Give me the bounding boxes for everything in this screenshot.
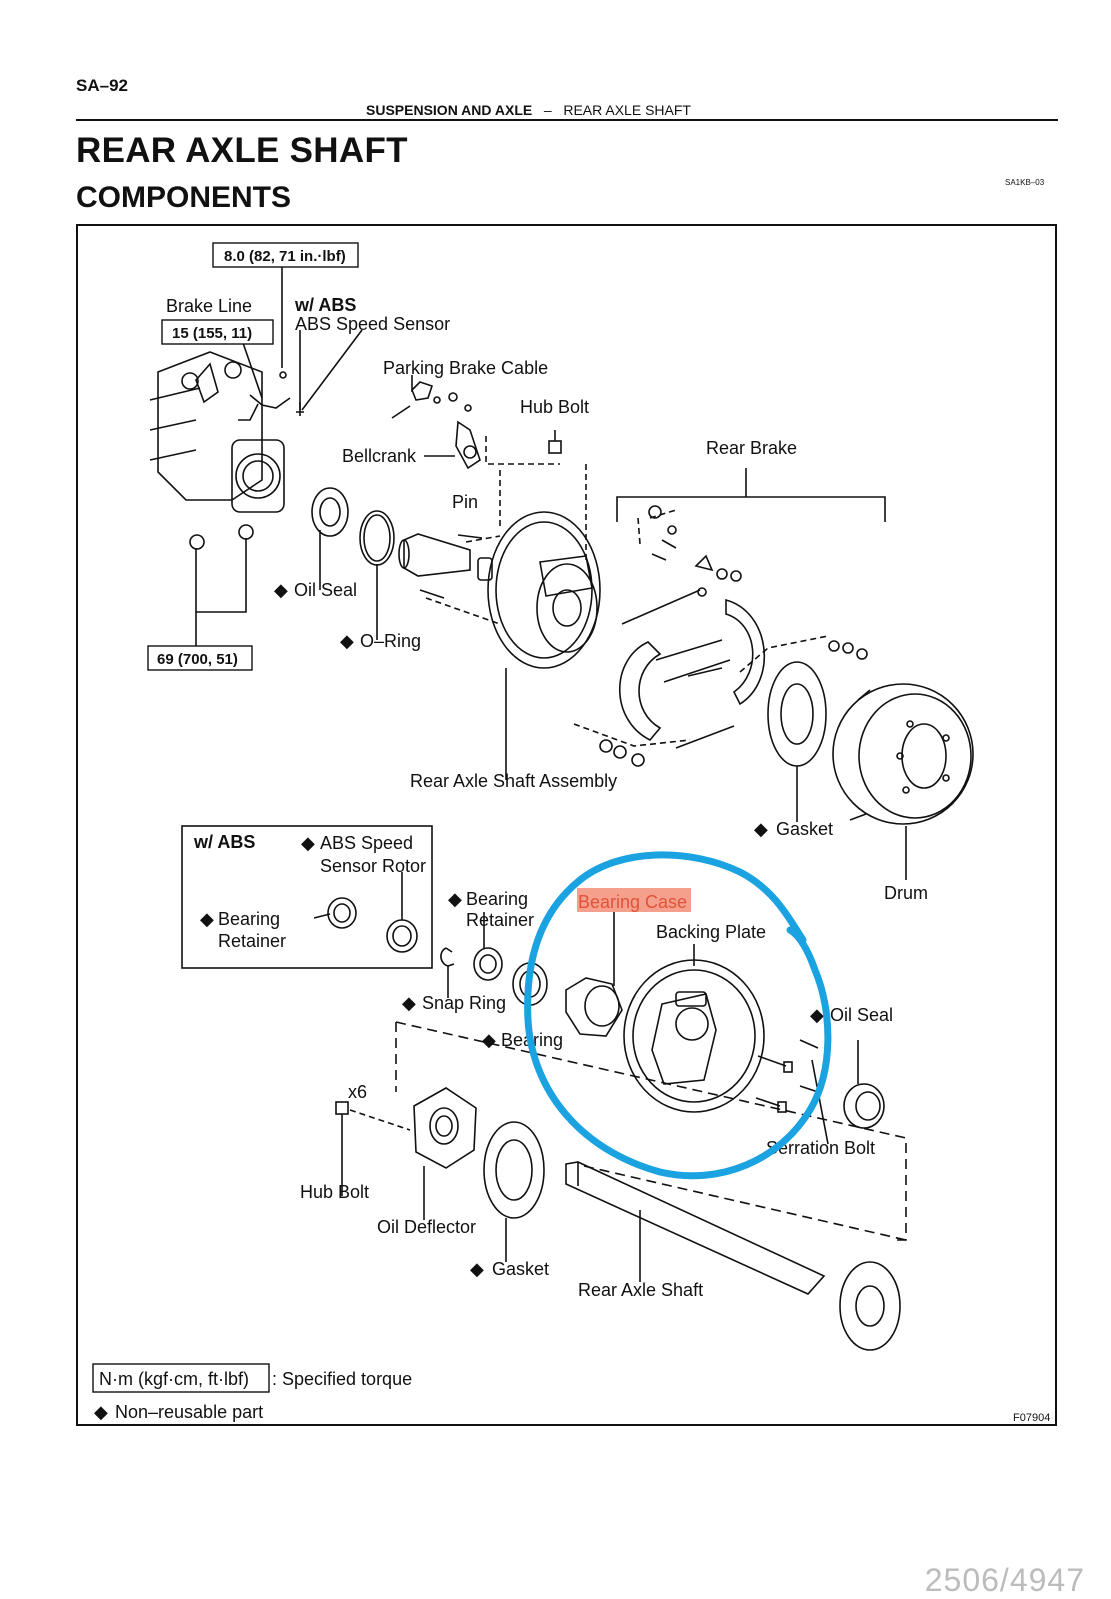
inset-rotor-diamond: ◆: [301, 833, 315, 853]
gasket-right-diamond: ◆: [754, 819, 768, 839]
o-ring-diamond: ◆: [340, 631, 354, 651]
running-head: SUSPENSION AND AXLE – REAR AXLE SHAFT: [366, 102, 691, 118]
oil-seal-top-diamond: ◆: [274, 580, 288, 600]
inset-label-bearing-retainer-1: Bearing: [218, 909, 280, 929]
page-code: SA–92: [76, 76, 128, 95]
label-rear-axle-shaft: Rear Axle Shaft: [578, 1280, 703, 1300]
legend-torque-text: : Specified torque: [272, 1369, 412, 1389]
label-serration-bolt: Serration Bolt: [766, 1138, 875, 1158]
bearing-case-highlight: [577, 888, 691, 912]
doc-code: SA1KB–03: [1005, 178, 1045, 187]
label-w-abs: w/ ABS: [294, 295, 356, 315]
label-gasket-bottom: Gasket: [492, 1259, 549, 1279]
bearing-retainer-diamond: ◆: [448, 889, 462, 909]
snap-ring-diamond: ◆: [402, 993, 416, 1013]
torque-brake-line-text: 15 (155, 11): [172, 325, 252, 342]
legend-torque-box-text: N·m (kgf·cm, ft·lbf): [99, 1369, 249, 1389]
label-parking-brake-cable: Parking Brake Cable: [383, 358, 548, 378]
axle-housing-drawing: [149, 351, 304, 550]
label-hub-bolt-bottom: Hub Bolt: [300, 1182, 369, 1202]
oil-seal-bottom-diamond: ◆: [810, 1005, 824, 1025]
legend-nonreusable: Non–reusable part: [115, 1402, 263, 1422]
label-gasket-right: Gasket: [776, 819, 833, 839]
label-snap-ring: Snap Ring: [422, 993, 506, 1013]
label-bearing-retainer-2: Retainer: [466, 910, 534, 930]
label-o-ring: O–Ring: [360, 631, 421, 651]
torque-box-bottom: 69 (700, 51): [147, 645, 253, 671]
label-bearing-retainer-1: Bearing: [466, 889, 528, 909]
inset-label-w-abs: w/ ABS: [193, 832, 255, 852]
label-bearing-case: Bearing Case: [578, 892, 687, 912]
section-title: SUSPENSION AND AXLE: [366, 102, 533, 118]
header-rule: [76, 119, 1058, 121]
inset-retainer-diamond: ◆: [200, 909, 214, 929]
legend-diamond: ◆: [94, 1402, 108, 1422]
torque-box-brake-line: 15 (155, 11): [161, 319, 274, 345]
label-abs-speed-sensor: ABS Speed Sensor: [295, 314, 450, 334]
bearing-diamond: ◆: [482, 1030, 496, 1050]
label-oil-seal-top: Oil Seal: [294, 580, 357, 600]
subsection-title: REAR AXLE SHAFT: [563, 102, 691, 118]
figure-code: F07904: [1013, 1412, 1050, 1424]
label-pin: Pin: [452, 492, 478, 512]
diagram-frame: [76, 224, 1057, 1426]
page-title: REAR AXLE SHAFT: [76, 131, 408, 170]
label-oil-deflector: Oil Deflector: [377, 1217, 476, 1237]
torque-bottom-text: 69 (700, 51): [157, 651, 238, 668]
label-hub-bolt-top: Hub Bolt: [520, 397, 589, 417]
label-rear-brake: Rear Brake: [706, 438, 797, 458]
gasket-bottom-diamond: ◆: [470, 1259, 484, 1279]
label-drum: Drum: [884, 883, 928, 903]
inset-label-bearing-retainer-2: Retainer: [218, 931, 286, 951]
page-subtitle: COMPONENTS: [76, 181, 292, 214]
annotation-circle: [524, 851, 832, 1180]
label-rear-axle-shaft-assembly: Rear Axle Shaft Assembly: [410, 771, 617, 791]
head-separator: –: [543, 102, 552, 118]
inset-label-abs-rotor-1: ABS Speed: [320, 833, 413, 853]
inset-label-abs-rotor-2: Sensor Rotor: [320, 856, 426, 876]
torque-box-top: 8.0 (82, 71 in.·lbf): [212, 242, 359, 268]
page-counter: 2506/4947: [924, 1562, 1085, 1598]
label-bellcrank: Bellcrank: [342, 446, 417, 466]
label-oil-seal-bottom: Oil Seal: [830, 1005, 893, 1025]
label-backing-plate: Backing Plate: [656, 922, 766, 942]
label-brake-line: Brake Line: [166, 296, 252, 316]
label-x6: x6: [348, 1082, 367, 1102]
torque-top-text: 8.0 (82, 71 in.·lbf): [224, 248, 346, 265]
